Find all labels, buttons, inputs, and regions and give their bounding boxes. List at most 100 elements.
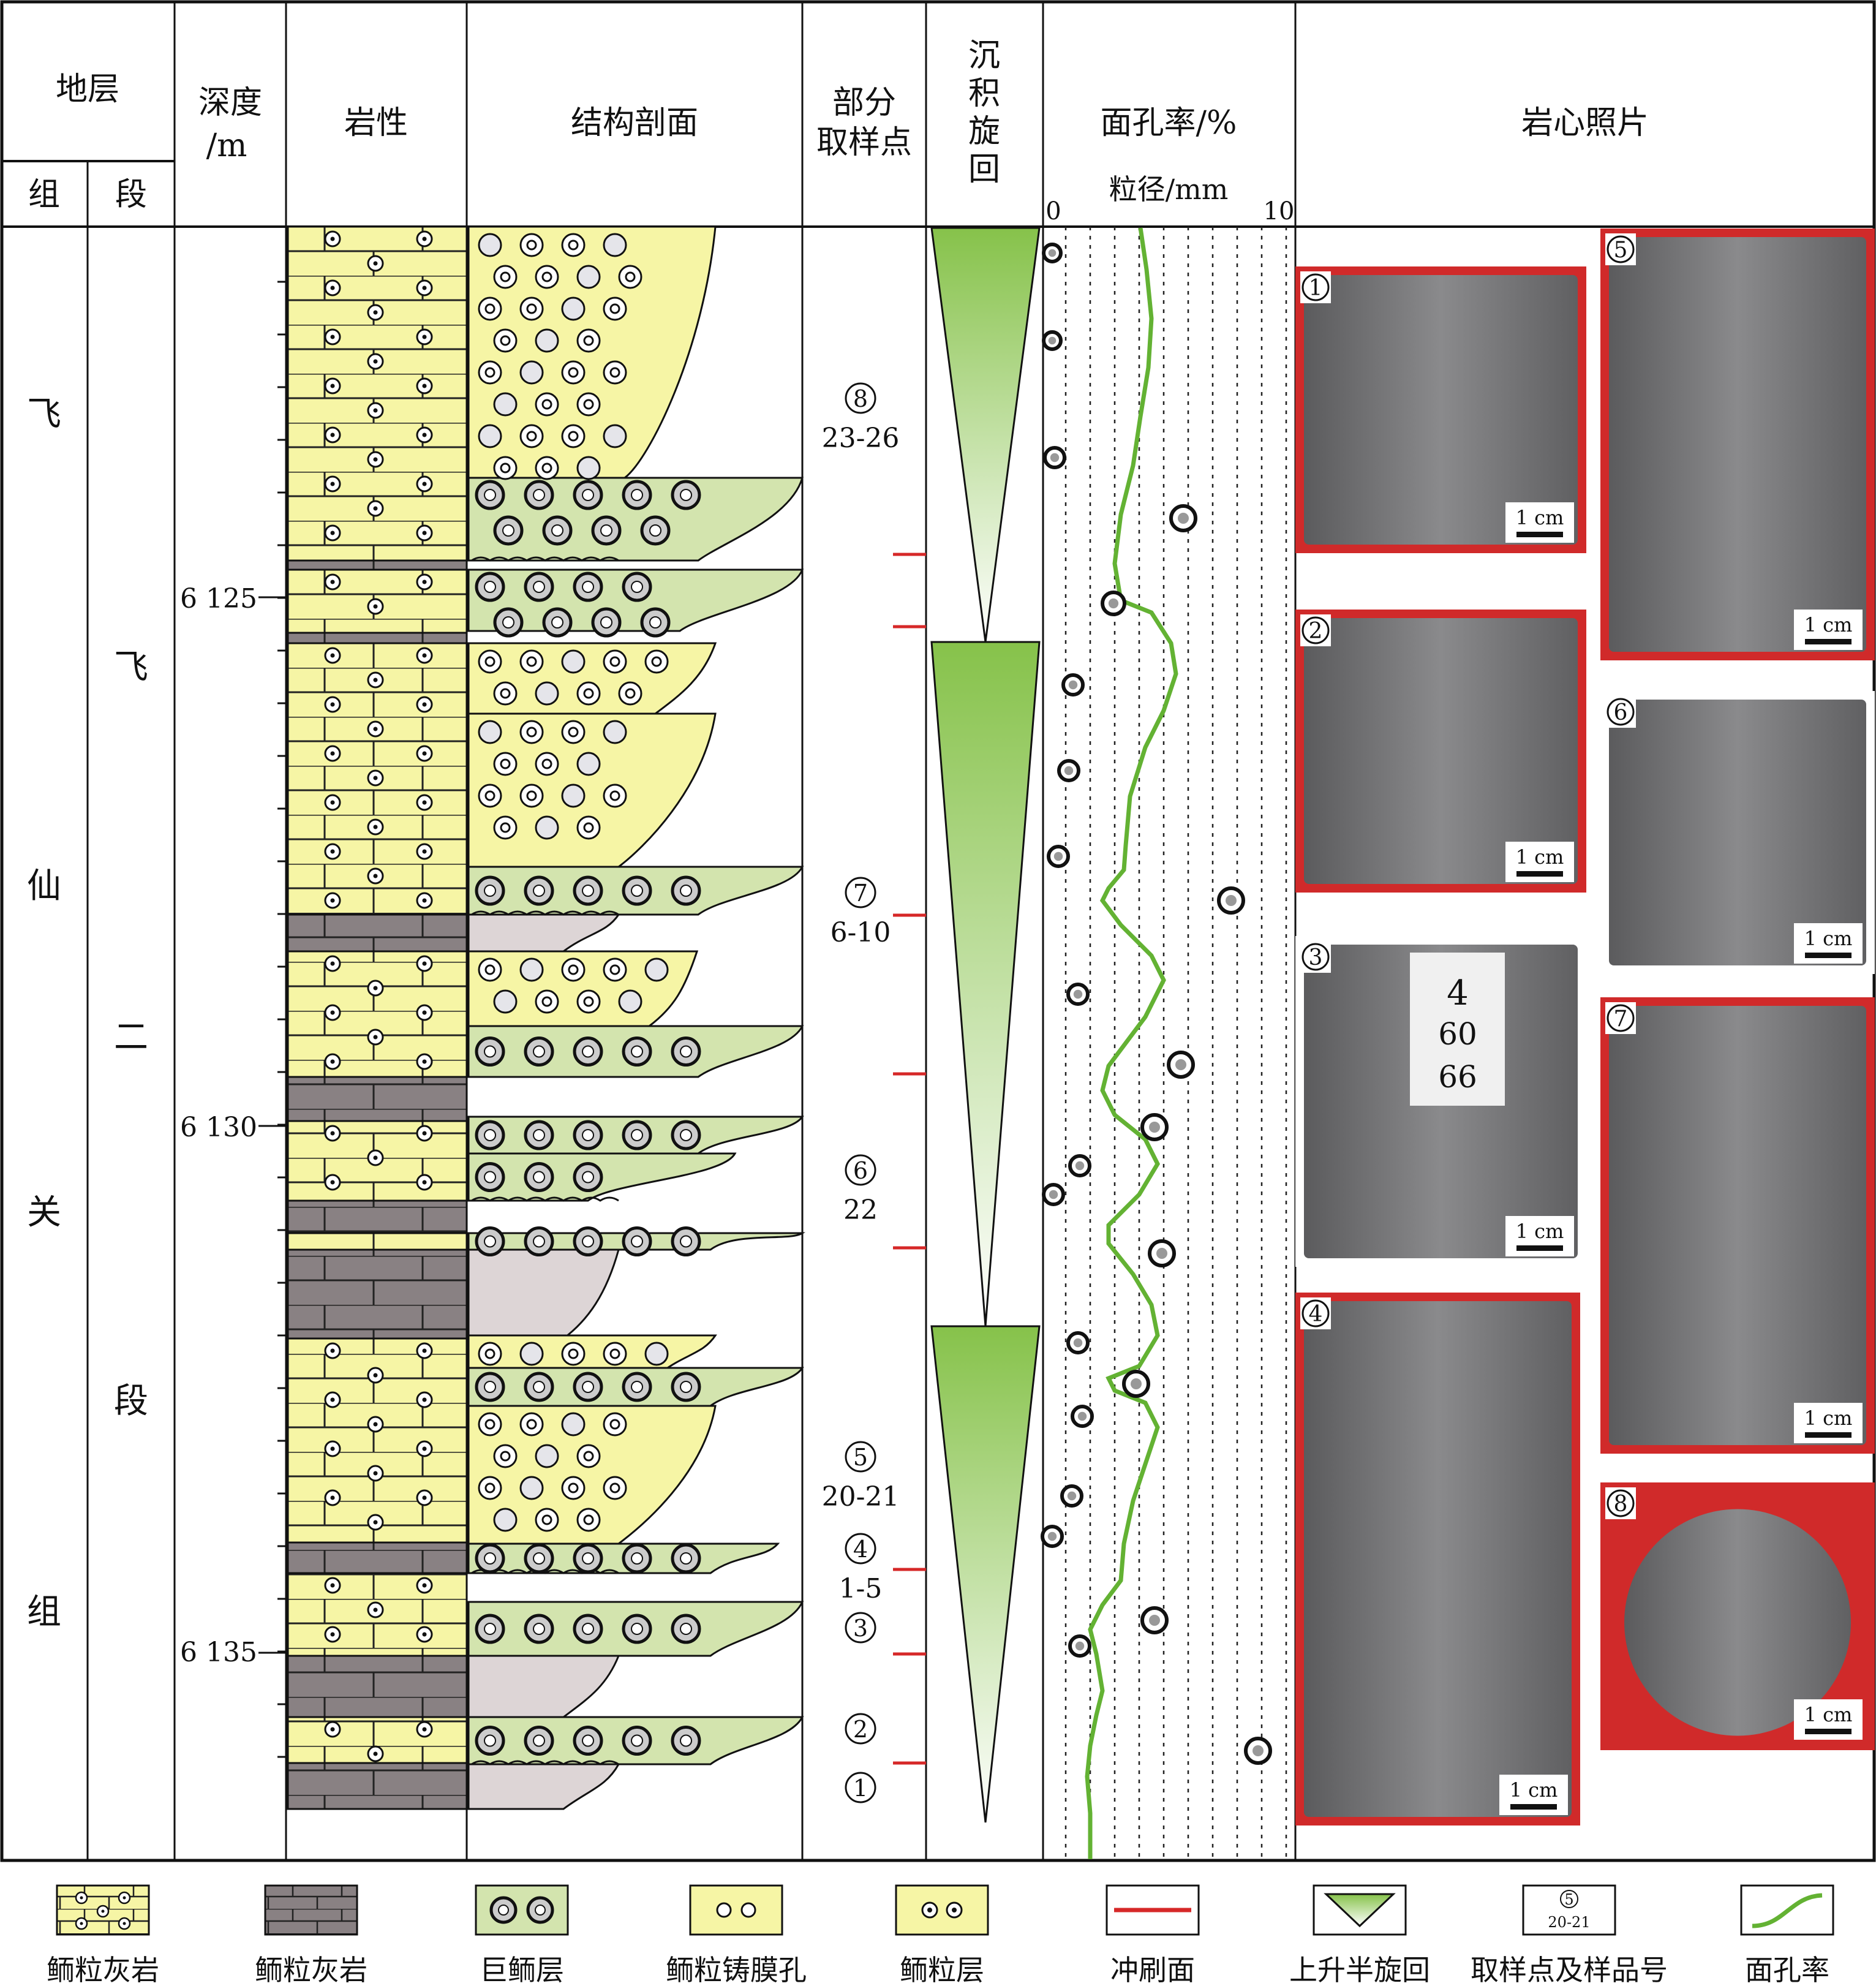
giant-ooid-core [582, 1623, 594, 1635]
header-depth-unit: /m [206, 127, 247, 164]
ooid-dot-core [422, 702, 427, 707]
moldic-pore [519, 296, 544, 321]
moldic-pore [535, 265, 559, 289]
core-sample [1609, 1006, 1866, 1445]
moldic-pore [519, 1342, 544, 1366]
structure-profile [467, 225, 805, 1810]
moldic-pore [644, 1342, 669, 1366]
moldic-pore [576, 989, 601, 1014]
giant-ooid-core [533, 1045, 545, 1058]
moldic-pore [603, 1412, 627, 1437]
moldic-pore [519, 720, 544, 744]
legend-label: 鲕粒灰岩 [255, 1954, 367, 1986]
ooid-ring [609, 1348, 620, 1359]
ooid-dot-core [373, 1471, 378, 1476]
moldic-pore [561, 957, 586, 982]
giant-ooid-core [533, 1734, 545, 1747]
lithology-bed [287, 913, 468, 953]
ooid-dot-core [422, 898, 427, 903]
moldic-pore [535, 1444, 559, 1468]
ooid-dot-core [330, 1583, 335, 1588]
giant-ooid-core [582, 489, 594, 501]
core-sample [1304, 1301, 1572, 1817]
depth-label-6135: 6 135 [180, 1637, 257, 1668]
moldic-pore [493, 392, 518, 417]
ooid-ring [500, 688, 511, 699]
scour-markers [893, 553, 926, 1765]
giant-ooid-core [582, 581, 594, 593]
giant-ooid-core [582, 1129, 594, 1141]
header-cycle-3: 旋 [968, 113, 1000, 150]
moldic-pore [519, 1412, 544, 1437]
moldic-pore [478, 233, 502, 257]
ooid-ring [609, 303, 620, 314]
giant-ooid-core [582, 1171, 594, 1184]
legend-sample-number: 5 [1564, 1891, 1573, 1908]
ooid-dot-core [422, 1348, 427, 1353]
moldic-pore [519, 649, 544, 674]
ooid-ring [541, 463, 552, 474]
photo-number-circle [1607, 698, 1635, 726]
ooid-dot-core [330, 1131, 335, 1136]
sedimentary-cycles [930, 227, 1041, 1823]
giant-ooid-core [680, 489, 692, 501]
moldic-pore [535, 456, 559, 480]
moldic-pore [603, 233, 627, 257]
ooid-dot-core [373, 359, 378, 364]
scale-bar-label: 1 cm [1510, 1778, 1558, 1802]
moldic-pore [535, 328, 559, 353]
legend-ooid-core [80, 1896, 83, 1900]
giant-ooid-core [484, 1129, 496, 1141]
header-sampling-2: 取样点 [816, 124, 912, 161]
ooid-dot-core [330, 751, 335, 756]
giant-ooid-core [631, 489, 643, 501]
scale-bar [1516, 871, 1563, 877]
giant-ooid-core [680, 1129, 692, 1141]
giant-ooid-core [680, 1552, 692, 1565]
ooid-ring [500, 758, 511, 769]
scale-bar [1805, 1729, 1852, 1734]
giant-ooid-core [680, 885, 692, 897]
grain-point-core [1149, 1122, 1160, 1133]
ooid-ring [583, 399, 594, 410]
grain-point-core [1048, 249, 1057, 257]
tag-text: 66 [1438, 1059, 1477, 1095]
ooid-dot-core [373, 1155, 378, 1160]
moldic-pore [561, 233, 586, 257]
giant-ooid-core [502, 524, 514, 537]
ooid-ring [526, 303, 537, 314]
legend-label: 取样点及样品号 [1471, 1954, 1668, 1986]
lithology-bed [287, 950, 468, 1078]
ooid-ring [526, 790, 537, 801]
member-char-2: 二 [114, 1018, 148, 1057]
ooid-dot-core [330, 1632, 335, 1637]
ooid-dot-core [422, 580, 427, 584]
scale-bar-label: 1 cm [1516, 506, 1564, 529]
moldic-pore [576, 1444, 601, 1468]
giant-ooid-core [484, 489, 496, 501]
moldic-pore [493, 265, 518, 289]
ooid-ring [625, 271, 636, 282]
core-sample [1304, 275, 1578, 545]
ooid-ring [484, 1419, 495, 1430]
photo-number: 6 [1614, 700, 1628, 725]
ooid-dot-core [373, 310, 378, 315]
ooid-dot-core [422, 751, 427, 756]
moldic-pore [644, 957, 669, 982]
giant-ooid-core [533, 489, 545, 501]
sample-number: 6 [853, 1157, 868, 1184]
moldic-pore [535, 681, 559, 706]
moldic-pore [535, 752, 559, 776]
scale-bar-label: 1 cm [1516, 1220, 1564, 1243]
core-sample [1609, 237, 1866, 652]
ooid-dot-core [330, 236, 335, 241]
cycle-triangle-2 [930, 641, 1041, 1327]
ooid-ring [625, 688, 636, 699]
ooid-dot-core [330, 432, 335, 437]
lithology-bed [287, 1541, 468, 1574]
sample-number: 4 [853, 1536, 868, 1563]
ooid-dot-core [330, 898, 335, 903]
giant-ooid-core [582, 1045, 594, 1058]
giant-ooid-core [631, 1235, 643, 1248]
giant-ooid-core [631, 885, 643, 897]
